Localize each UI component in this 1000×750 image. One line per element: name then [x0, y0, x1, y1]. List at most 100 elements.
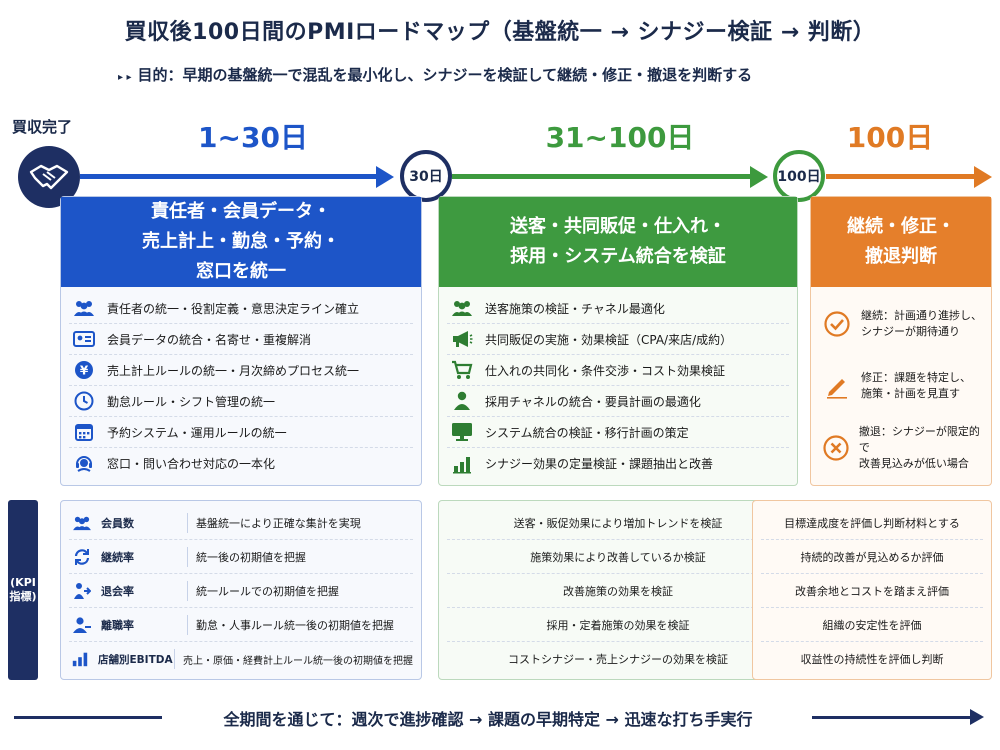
list-item: 送客施策の検証・チャネル最適化 — [447, 293, 789, 324]
phase3-header: 継続・修正・ 撤退判断 — [811, 197, 991, 287]
kpi-name: 会員数 — [101, 516, 134, 530]
list-item: システム統合の検証・移行計画の策定 — [447, 417, 789, 448]
kpi-row: 離職率 勤怠・人事ルール統一後の初期値を把握 — [69, 608, 413, 642]
refresh-icon — [69, 548, 95, 566]
decision-text: 修正：課題を特定し、 — [861, 371, 971, 384]
footer-line-right — [812, 716, 972, 719]
headset-icon — [69, 454, 99, 474]
item-text: 予約システム・運用ルールの統一 — [107, 425, 287, 440]
timeline-segment-1 — [80, 174, 380, 179]
cart-icon — [447, 360, 477, 380]
kpi-green-text: 改善施策の効果を検証 — [563, 584, 673, 598]
kpi-row: 持続的改善が見込めるか評価 — [761, 540, 983, 574]
svg-text:¥: ¥ — [80, 364, 89, 378]
kpi-row: 目標達成度を評価し判断材料とする — [761, 506, 983, 540]
phase2-label: 31~100日 — [545, 121, 695, 154]
x-circle-icon — [819, 435, 853, 461]
kpi-row: 施策効果により改善しているか検証 — [447, 540, 789, 574]
arrow-head-2 — [750, 166, 768, 188]
kpi-box-green: 送客・販促効果により増加トレンドを検証 施策効果により改善しているか検証 改善施… — [438, 500, 798, 680]
milestone-30: 30日 — [400, 150, 452, 202]
item-text: 窓口・問い合わせ対応の一本化 — [107, 457, 276, 471]
list-item: 会員データの統合・名寄せ・重複解消 — [69, 324, 413, 355]
kpi-desc: 統一後の初期値を把握 — [187, 546, 413, 567]
decision-text: 施策・計画を見直す — [861, 387, 960, 400]
yen-icon: ¥ — [69, 360, 99, 380]
kpi-box-blue: 会員数 基盤統一により正確な集計を実現 継続率 統一後の初期値を把握 退会率 統… — [60, 500, 422, 680]
decision-text: シナジーが期待通り — [861, 325, 960, 338]
phase2-header-line: 採用・システム統合を検証 — [510, 246, 726, 267]
list-item: ¥ 売上計上ルールの統一・月次締めプロセス統一 — [69, 355, 413, 386]
check-circle-icon — [819, 311, 855, 337]
kpi-desc: 基盤統一により正確な集計を実現 — [187, 512, 413, 533]
phase2-column: 送客・共同販促・仕入れ・ 採用・システム統合を検証 送客施策の検証・チャネル最適… — [438, 196, 798, 486]
page-title: 買収後100日間のPMIロードマップ（基盤統一 → シナジー検証 → 判断） — [124, 20, 876, 45]
list-item: 窓口・問い合わせ対応の一本化 — [69, 448, 413, 479]
milestone-100: 100日 — [773, 150, 825, 202]
clock-icon — [69, 391, 99, 411]
phase2-header-line: 送客・共同販促・仕入れ・ — [510, 216, 726, 237]
timeline-segment-2 — [452, 174, 752, 179]
kpi-name: 継続率 — [101, 550, 134, 564]
monitor-icon — [447, 422, 477, 442]
item-text: 採用チャネルの統合・要員計画の最適化 — [485, 394, 701, 409]
list-item: 勤怠ルール・シフト管理の統一 — [69, 386, 413, 417]
decision-text: 撤退：シナジーが限定的で — [858, 425, 980, 454]
phase1-label: 1~30日 — [198, 121, 308, 154]
kpi-orange-text: 改善余地とコストを踏まえ評価 — [795, 584, 949, 598]
kpi-row: 退会率 統一ルールでの初期値を把握 — [69, 574, 413, 608]
kpi-green-text: 採用・定着施策の効果を検証 — [546, 618, 690, 632]
group-icon — [447, 299, 477, 317]
bar-chart-icon — [447, 454, 477, 474]
kpi-desc: 売上・原価・経費計上ルール統一後の初期値を把握 — [174, 649, 413, 669]
footer-text: 全期間を通じて：週次で進捗確認 → 課題の早期特定 → 迅速な打ち手実行 — [223, 710, 753, 729]
item-text: 売上計上ルールの統一・月次締めプロセス統一 — [107, 363, 360, 378]
person-icon — [447, 391, 477, 411]
phase3-column: 継続・修正・ 撤退判断 継続：計画通り進捗し、シナジーが期待通り 修正：課題を特… — [810, 196, 992, 486]
phase3-header-line: 撤退判断 — [865, 246, 937, 267]
phase1-header-line: 売上計上・勤怠・予約・ — [142, 231, 340, 252]
bullet-arrows-icon: ▸ ▸ — [118, 72, 132, 83]
decision-item: 修正：課題を特定し、施策・計画を見直す — [819, 355, 983, 417]
kpi-green-text: 施策効果により改善しているか検証 — [530, 550, 706, 564]
handshake-icon — [18, 146, 80, 208]
phase1-header-line: 窓口を統一 — [196, 261, 286, 282]
item-text: 会員データの統合・名寄せ・重複解消 — [107, 332, 312, 347]
footer-line-left — [14, 716, 162, 719]
bar-chart-icon — [69, 650, 92, 668]
kpi-row: コストシナジー・売上シナジーの効果を検証 — [447, 642, 789, 676]
kpi-side-label: (KPI 指標) — [8, 500, 38, 680]
kpi-row: 改善余地とコストを踏まえ評価 — [761, 574, 983, 608]
list-item: シナジー効果の定量検証・課題抽出と改善 — [447, 448, 789, 479]
list-item: 仕入れの共同化・条件交渉・コスト効果検証 — [447, 355, 789, 386]
calendar-icon — [69, 422, 99, 442]
purpose-line: ▸ ▸ 目的：早期の基盤統一で混乱を最小化し、シナジーを検証して継続・修正・撤退を… — [118, 64, 752, 85]
item-text: 送客施策の検証・チャネル最適化 — [485, 301, 665, 316]
footer-arrow-icon — [970, 709, 984, 725]
kpi-orange-text: 目標達成度を評価し判断材料とする — [784, 516, 960, 530]
decision-item: 撤退：シナジーが限定的で改善見込みが低い場合 — [819, 417, 983, 479]
kpi-row: 採用・定着施策の効果を検証 — [447, 608, 789, 642]
kpi-row: 会員数 基盤統一により正確な集計を実現 — [69, 506, 413, 540]
list-item: 共同販促の実施・効果検証（CPA/来店/成約） — [447, 324, 789, 355]
kpi-green-text: コストシナジー・売上シナジーの効果を検証 — [508, 653, 728, 666]
kpi-name: 退会率 — [101, 584, 134, 598]
phase3-header-line: 継続・修正・ — [847, 216, 955, 237]
item-text: 勤怠ルール・シフト管理の統一 — [107, 394, 276, 409]
kpi-row: 店舗別EBITDA 売上・原価・経費計上ルール統一後の初期値を把握 — [69, 642, 413, 676]
list-item: 責任者の統一・役割定義・意思決定ライン確立 — [69, 293, 413, 324]
phase1-header: 責任者・会員データ・ 売上計上・勤怠・予約・ 窓口を統一 — [61, 197, 421, 287]
kpi-orange-text: 持続的改善が見込めるか評価 — [800, 550, 944, 564]
pencil-icon — [819, 373, 855, 399]
arrow-head-1 — [376, 166, 394, 188]
people-icon — [69, 299, 99, 317]
decision-text: 継続：計画通り進捗し、 — [861, 309, 982, 322]
purpose-text: 目的：早期の基盤統一で混乱を最小化し、シナジーを検証して継続・修正・撤退を判断す… — [137, 66, 753, 84]
kpi-desc: 勤怠・人事ルール統一後の初期値を把握 — [187, 614, 413, 635]
kpi-row: 継続率 統一後の初期値を把握 — [69, 540, 413, 574]
kpi-name: 離職率 — [101, 618, 134, 632]
item-text: 仕入れの共同化・条件交渉・コスト効果検証 — [485, 363, 726, 378]
phase3-label: 100日 — [846, 121, 934, 154]
kpi-name: 店舗別EBITDA — [97, 653, 173, 666]
id-card-icon — [69, 331, 99, 347]
